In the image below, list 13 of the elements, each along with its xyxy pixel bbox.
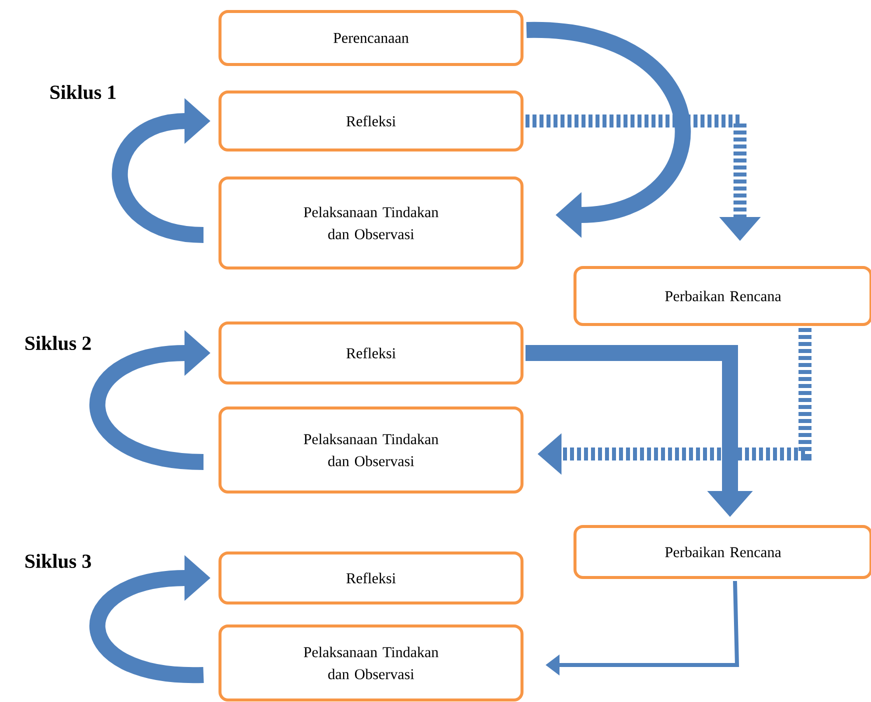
process-box: Perbaikan Rencana	[574, 266, 871, 326]
process-box: Refleksi	[218, 322, 524, 384]
process-box: Perbaikan Rencana	[574, 525, 871, 579]
process-box: Pelaksanaan Tindakan dan Observasi	[218, 176, 524, 270]
cycle-label: Siklus 3	[25, 554, 91, 568]
process-box: Perencanaan	[218, 10, 524, 66]
cycle-label: Siklus 2	[25, 336, 91, 350]
arrow	[526, 22, 690, 238]
cycle-label: Siklus 1	[50, 84, 116, 100]
process-box: Pelaksanaan Tindakan dan Observasi	[218, 624, 524, 702]
process-box: Refleksi	[218, 90, 524, 152]
process-box: Pelaksanaan Tindakan dan Observasi	[218, 406, 524, 494]
process-box: Refleksi	[218, 552, 524, 604]
